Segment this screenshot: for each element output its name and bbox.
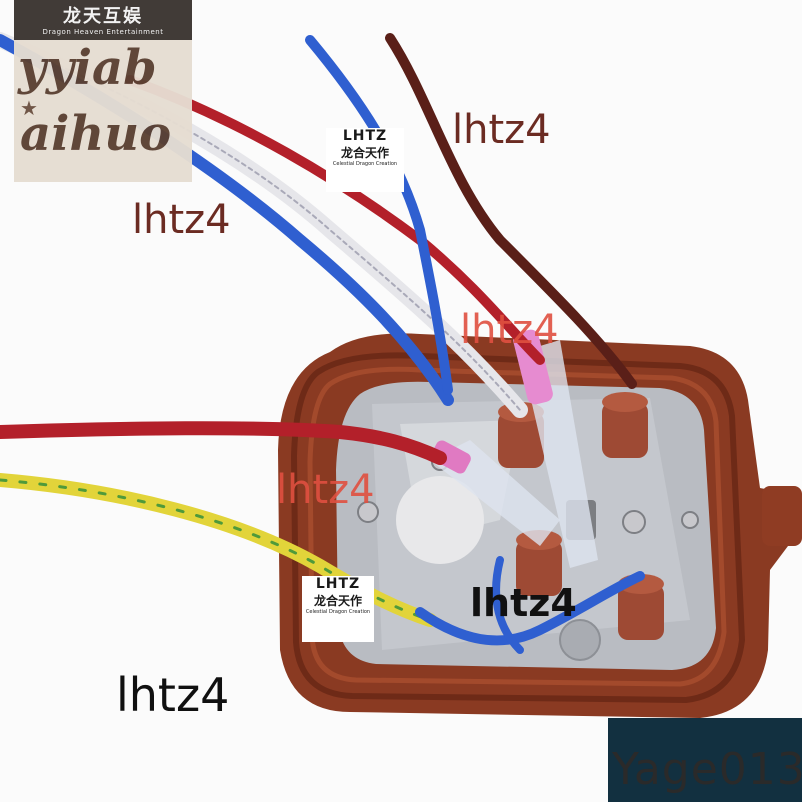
yellow-green-wire [0, 473, 437, 627]
logo-en-text: Celestial Dragon Creation [332, 161, 398, 167]
watermark-text: lhtz4 [470, 581, 577, 625]
badge-en-text: Dragon Heaven Entertainment [42, 28, 164, 36]
star-icon: ★ [20, 98, 38, 120]
red-wire-top [125, 75, 545, 365]
logo-cn-text: 龙合天作 [313, 594, 362, 608]
badge-header: 龙天互娱 Dragon Heaven Entertainment [14, 0, 192, 40]
logo-cn-text: 龙合天作 [340, 146, 389, 160]
badge-cn-text: 龙天互娱 [63, 6, 143, 27]
blue-wire-bottom [415, 571, 645, 646]
badge-line2: aihuo [20, 106, 172, 162]
id-badge-background [608, 718, 802, 802]
logo-en-text: Celestial Dragon Creation [305, 609, 371, 615]
watermark-text: lhtz4 [452, 107, 551, 153]
watermark-text: lhtz4 [276, 467, 375, 513]
logo-tile: LHTZ 龙合天作 Celestial Dragon Creation [326, 128, 404, 192]
brown-wire [385, 33, 637, 389]
id-watermark-text: Yage013 [612, 744, 802, 795]
white-insulator [396, 476, 484, 564]
badge-line1: yyiab [18, 40, 157, 96]
logo-mark: LHTZ [315, 576, 361, 592]
red-wire-left [0, 421, 447, 465]
logo-mark: LHTZ [342, 128, 388, 144]
corner-watermark-badge: 龙天互娱 Dragon Heaven Entertainment yyiab ★… [14, 0, 192, 182]
gasket-tab [762, 486, 802, 546]
logo-tile: LHTZ 龙合天作 Celestial Dragon Creation [302, 576, 374, 642]
blue-wire-top [305, 35, 453, 395]
watermark-text: lhtz4 [132, 197, 231, 243]
watermark-text: lhtz4 [116, 668, 230, 722]
watermark-text: lhtz4 [460, 307, 559, 353]
